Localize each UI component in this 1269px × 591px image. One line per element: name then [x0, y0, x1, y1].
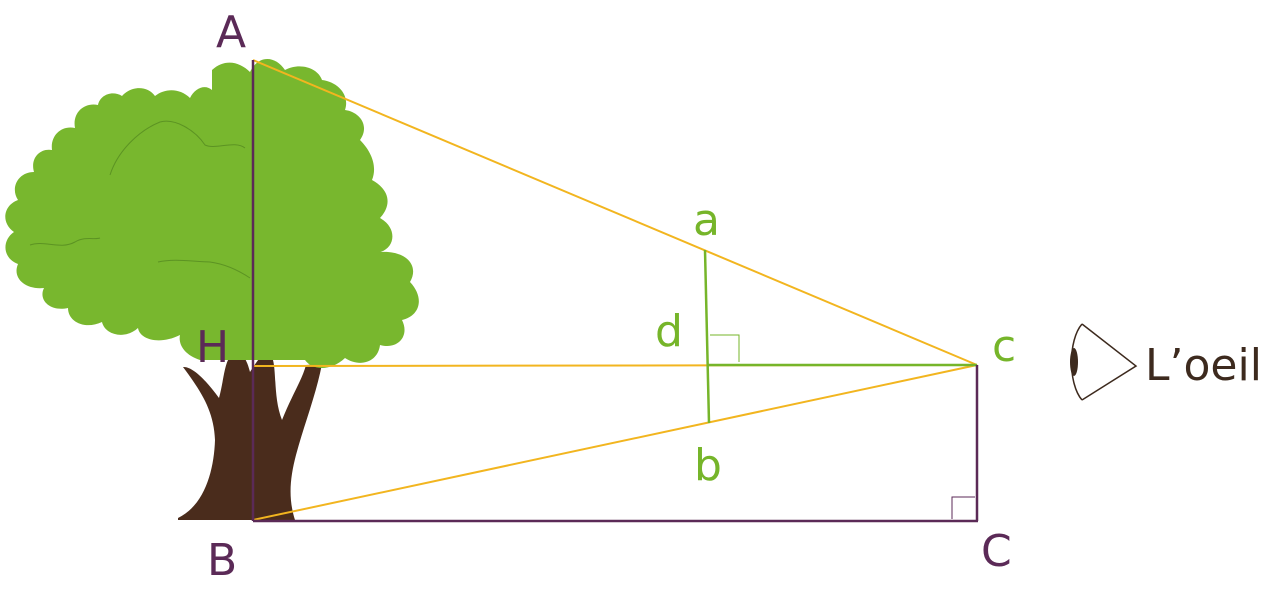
label-d: d	[655, 306, 683, 357]
label-C: C	[981, 526, 1012, 577]
sight-line-top	[252, 59, 978, 366]
tree-foliage	[5, 58, 419, 368]
eye-label: L’oeil	[1145, 340, 1262, 391]
right-angle-d	[710, 334, 740, 362]
eye-outline	[1081, 323, 1138, 401]
tree-trunk	[178, 352, 322, 520]
segment-ab	[703, 249, 711, 424]
purple-lines	[251, 60, 979, 523]
sight-line-bottom	[252, 364, 978, 521]
eye-icon	[1070, 323, 1138, 401]
tree-icon	[5, 58, 419, 520]
label-B: B	[207, 535, 237, 586]
foliage-detail-2	[29, 237, 101, 246]
label-H: H	[196, 322, 229, 373]
foliage-detail-3	[157, 259, 251, 279]
label-c: c	[992, 321, 1016, 372]
label-b: b	[694, 440, 722, 491]
label-A: A	[216, 7, 246, 58]
eye-pupil	[1070, 348, 1078, 376]
label-a: a	[693, 195, 720, 246]
right-angle-C	[951, 496, 975, 519]
green-segments	[703, 249, 977, 424]
foliage-detail-1	[109, 120, 246, 176]
